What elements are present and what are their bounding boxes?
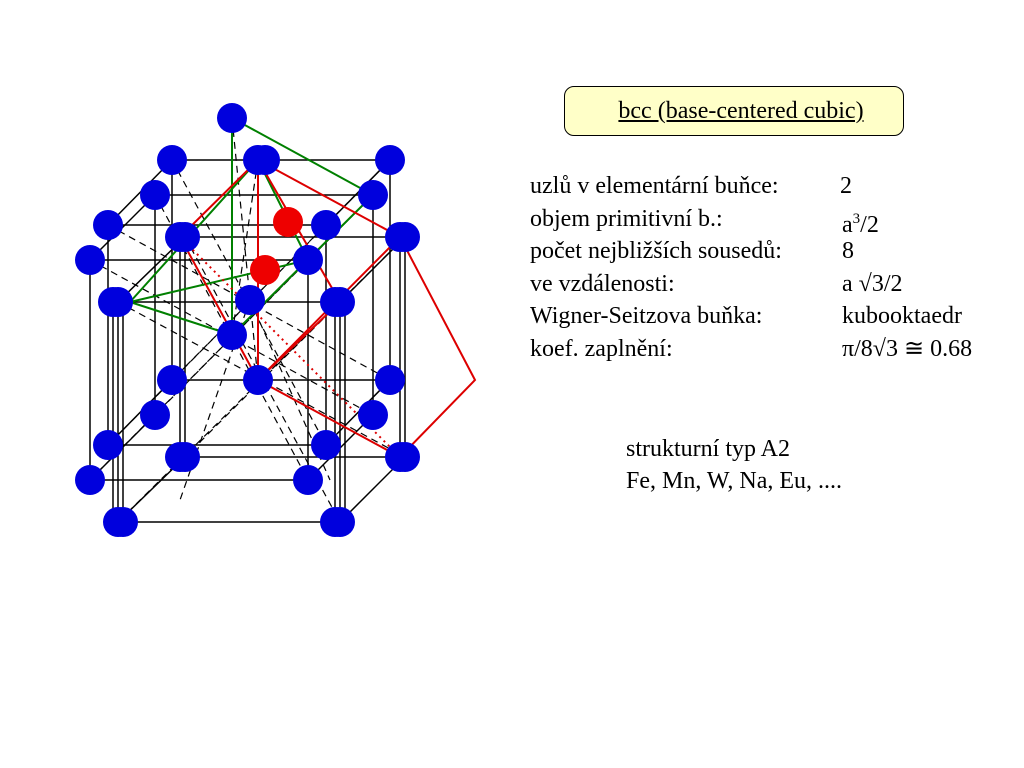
lattice-edge <box>325 379 391 446</box>
blue-atom <box>311 430 341 460</box>
property-label: Wigner-Seitzova buňka: <box>530 303 763 329</box>
blue-atom <box>108 507 138 537</box>
blue-atom <box>165 222 195 252</box>
property-value: 8 <box>842 238 854 264</box>
blue-atom <box>93 430 123 460</box>
green-plane-edge <box>129 301 233 336</box>
blue-atom <box>385 442 415 472</box>
blue-atom <box>358 180 388 210</box>
blue-atom <box>140 400 170 430</box>
blue-atom <box>235 285 265 315</box>
property-label: uzlů v elementární buňce: <box>530 173 779 199</box>
red-atom <box>273 207 303 237</box>
bcc-lattice-diagram <box>75 103 477 537</box>
blue-atom <box>157 145 187 175</box>
lattice-edge <box>107 159 173 226</box>
blue-atom <box>93 210 123 240</box>
blue-atom <box>75 465 105 495</box>
blue-atom <box>250 145 280 175</box>
blue-atom <box>140 180 170 210</box>
lattice-dashed-line <box>249 299 331 481</box>
property-label: objem primitivní b.: <box>530 205 723 232</box>
property-value: 2 <box>840 173 852 199</box>
structure-examples: Fe, Mn, W, Na, Eu, .... <box>626 468 842 494</box>
property-value: a √3/2 <box>842 270 903 297</box>
blue-atom <box>325 507 355 537</box>
lattice-atoms <box>75 103 420 537</box>
structure-type: strukturní typ A2 <box>626 436 791 462</box>
structure-info: strukturní typ A2 Fe, Mn, W, Na, Eu, ...… <box>626 433 842 497</box>
title-box: bcc (base-centered cubic) <box>564 86 904 136</box>
title-text: bcc (base-centered cubic) <box>618 97 864 124</box>
property-value: π/8√3 ≅ 0.68 <box>842 335 973 362</box>
blue-atom <box>217 320 247 350</box>
blue-atom <box>385 222 415 252</box>
blue-atom <box>358 400 388 430</box>
blue-atom <box>165 442 195 472</box>
property-label: ve vzdálenosti: <box>530 270 675 297</box>
property-value: a3/2 <box>842 210 879 238</box>
lattice-dashed-line <box>107 159 391 446</box>
blue-atom <box>157 365 187 395</box>
red-atom <box>250 255 280 285</box>
blue-atom <box>293 465 323 495</box>
property-value: kubooktaedr <box>842 303 962 329</box>
lattice-dashed-line <box>231 117 259 381</box>
property-label: koef. zaplnění: <box>530 335 673 362</box>
red-plane <box>257 236 477 459</box>
blue-atom <box>293 245 323 275</box>
blue-atom <box>75 245 105 275</box>
lattice-dashed-line <box>117 236 406 523</box>
blue-atom <box>320 287 350 317</box>
blue-atom <box>311 210 341 240</box>
property-label: počet nejbližších sousedů: <box>530 238 782 264</box>
lattice-edges <box>89 118 406 523</box>
blue-atom <box>98 287 128 317</box>
lattice-dashed-line <box>117 301 406 458</box>
blue-atom <box>375 145 405 175</box>
blue-atom <box>375 365 405 395</box>
blue-atom <box>217 103 247 133</box>
blue-atom <box>243 365 273 395</box>
